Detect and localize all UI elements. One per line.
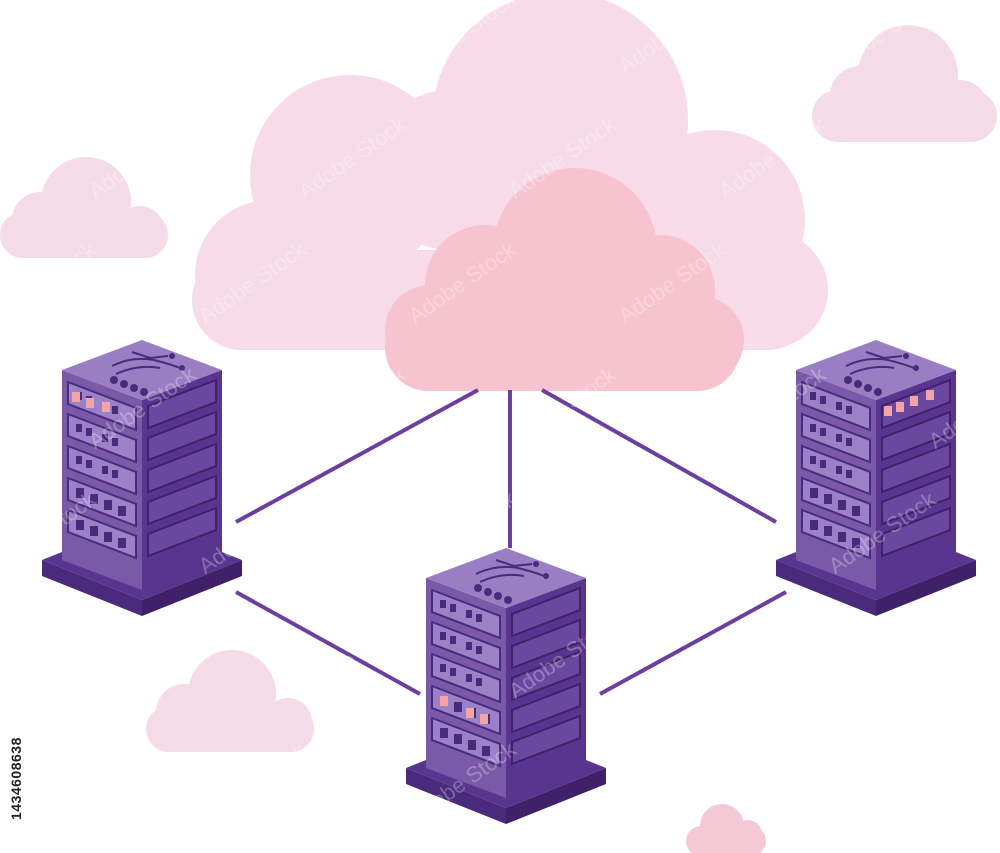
small-cloud-top-right <box>812 25 997 142</box>
stock-id: 1434608638 <box>8 737 24 820</box>
front-cloud-icon <box>385 168 744 391</box>
small-cloud-left <box>0 157 168 258</box>
network-connections <box>235 388 787 696</box>
server-rack-center <box>405 547 607 825</box>
small-cloud-bottom-left <box>146 650 314 752</box>
server-rack-right <box>775 339 977 617</box>
small-cloud-bottom-center <box>686 804 766 853</box>
server-rack-left <box>41 339 243 617</box>
